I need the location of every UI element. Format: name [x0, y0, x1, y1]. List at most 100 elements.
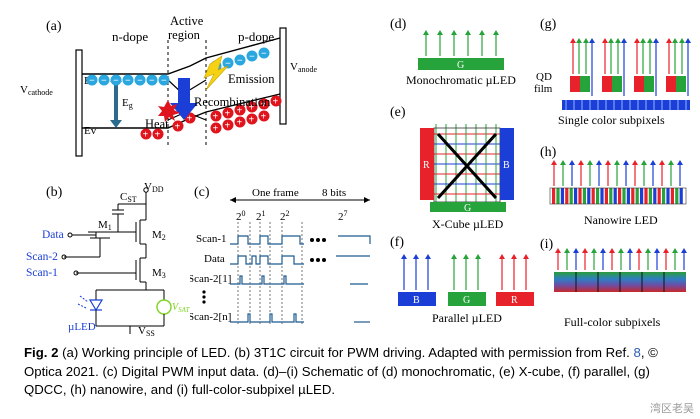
nanowire	[600, 188, 604, 204]
vsat-source-icon	[156, 299, 172, 315]
hole-icon	[246, 101, 258, 113]
hole-sign: +	[261, 112, 267, 123]
arrow-head	[627, 248, 633, 253]
wave-data	[230, 255, 304, 265]
hole-sign: +	[261, 100, 267, 111]
qd-film-label-2: film	[534, 83, 553, 95]
arrow-head	[609, 248, 615, 253]
arrow-head	[589, 38, 595, 43]
electron-icon	[122, 74, 134, 86]
electron-sign: −	[89, 76, 95, 87]
hole-sign: +	[175, 122, 181, 133]
electron-sign: −	[261, 49, 267, 60]
qd-green-subpixel	[612, 76, 622, 92]
emission-bolt-icon	[203, 55, 229, 91]
nanowire	[622, 188, 626, 204]
wave-scan2-1	[230, 275, 304, 285]
arrow-head	[437, 30, 443, 35]
electron-sign: −	[225, 59, 231, 70]
arrow-head	[511, 254, 517, 259]
active-region-label-1: Active	[170, 14, 204, 28]
panel-g-caption: Single color subpixels	[558, 113, 665, 127]
panel-b-label: (b)	[46, 185, 63, 200]
hole-sign: +	[213, 124, 219, 135]
panel-i-label: (i)	[540, 237, 554, 252]
electron-sign: −	[113, 76, 119, 87]
vsat-label: VSAT	[172, 302, 191, 314]
hole-sign: +	[249, 103, 255, 114]
nanowire	[666, 188, 670, 204]
nanowire	[556, 188, 560, 204]
panel-f-label: (f)	[390, 235, 404, 250]
hole-sign: +	[273, 97, 279, 108]
hole-sign: +	[249, 115, 255, 126]
arrow-head	[587, 160, 593, 165]
scan1-input-label: Scan-1	[26, 267, 58, 279]
timing-row-scan2-1: Scan-2[1]	[190, 273, 231, 285]
qd-green-subpixel	[644, 76, 654, 92]
wave-scan1	[230, 235, 304, 245]
panel-e-g-label: G	[464, 203, 471, 214]
panel-b-3t1c-circuit: (b) VDD CST M1 M2 M3 Data Scan-2 Scan-1 …	[26, 181, 191, 336]
vss-label: VSS	[138, 325, 155, 336]
panel-d-caption: Monochromatic µLED	[406, 73, 516, 87]
nanowire	[604, 188, 608, 204]
electron-sign: −	[149, 76, 155, 87]
panel-e-label: (e)	[390, 105, 406, 120]
panel-g-qdcc: (g) QD film Single color subpixels	[534, 17, 691, 127]
arrow-head	[499, 254, 505, 259]
arrow-head	[465, 30, 471, 35]
nanowire	[631, 188, 635, 204]
arrow-head	[650, 160, 656, 165]
n-dope-label: n-dope	[112, 29, 148, 44]
nanowire	[609, 188, 613, 204]
electron-icon	[98, 74, 110, 86]
panel-d-g-label: G	[457, 60, 464, 71]
panel-e-r-label: R	[423, 160, 430, 171]
arrow-head	[672, 38, 678, 43]
pow-2-2: 22	[280, 209, 290, 223]
p-dope-label: p-dope	[238, 29, 274, 44]
arrow-head	[618, 248, 624, 253]
hole-icon	[210, 110, 222, 122]
m3-label: M3	[152, 267, 166, 280]
arrow-head	[425, 254, 431, 259]
pow-2-7: 27	[338, 209, 348, 223]
arrow-head	[551, 160, 557, 165]
uled-diode-icon	[88, 299, 104, 312]
arrow-head	[413, 254, 419, 259]
caption-ref-link[interactable]: 8	[633, 345, 641, 360]
nanowire	[640, 188, 644, 204]
electron-sign: −	[137, 76, 143, 87]
recombination-label: Recombination	[194, 95, 271, 109]
electron-icon	[246, 50, 258, 62]
hole-sign: +	[143, 130, 149, 141]
uled-label: µLED	[68, 321, 96, 333]
arrow-head	[523, 254, 529, 259]
nanowire	[591, 188, 595, 204]
timing-row-scan1: Scan-1	[196, 233, 227, 245]
hole-icon	[222, 107, 234, 119]
hole-sign: +	[225, 121, 231, 132]
hole-icon	[222, 119, 234, 131]
nanowire	[657, 188, 661, 204]
arrow-head	[640, 38, 646, 43]
arrow-head	[602, 38, 608, 43]
qd-red-subpixel	[634, 76, 644, 92]
v-anode-label: Vanode	[290, 61, 318, 74]
arrow-head	[615, 38, 621, 43]
electron-sign: −	[125, 76, 131, 87]
nanowire	[596, 188, 600, 204]
arrow-head	[401, 254, 407, 259]
bits-label: 8 bits	[322, 187, 346, 199]
arrow-head	[560, 160, 566, 165]
electron-sign: −	[161, 76, 167, 87]
arrow-head	[582, 248, 588, 253]
arrow-head	[475, 254, 481, 259]
arrow-head	[645, 248, 651, 253]
nanowire	[565, 188, 569, 204]
hole-row: +++++++++++++++	[140, 95, 282, 141]
arrow-head	[632, 160, 638, 165]
nanowire	[679, 188, 683, 204]
panel-f-g-label: G	[463, 295, 470, 306]
